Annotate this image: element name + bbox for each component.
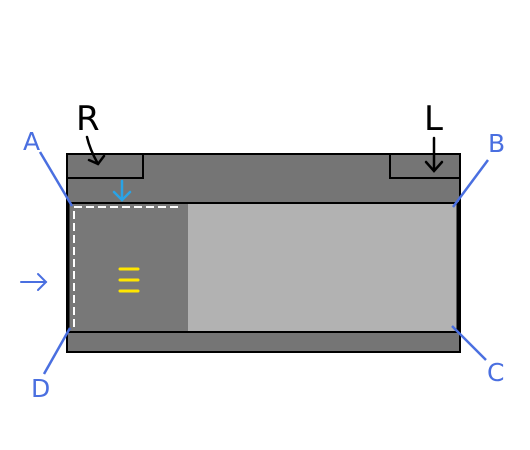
content-panel <box>188 204 458 332</box>
left-handle-label: L <box>424 99 443 139</box>
right-arrow-icon <box>20 273 48 291</box>
down-arrow-icon <box>112 179 132 202</box>
corner-leader-b <box>451 159 490 208</box>
three-line-grip-icon <box>118 267 140 293</box>
corner-leader-d <box>42 327 72 375</box>
corner-label-d: D <box>31 374 50 403</box>
right-handle-arrow <box>85 135 106 166</box>
corner-leader-a <box>38 151 74 207</box>
left-handle-arrow <box>424 136 444 173</box>
left-handle-tab <box>389 153 461 179</box>
corner-label-a: A <box>23 127 40 156</box>
corner-label-c: C <box>487 358 504 387</box>
right-handle-tab <box>66 153 144 179</box>
corner-label-b: B <box>488 129 505 158</box>
right-handle-label: R <box>76 99 100 139</box>
dashed-guide <box>73 206 178 327</box>
corner-leader-c <box>451 325 487 361</box>
